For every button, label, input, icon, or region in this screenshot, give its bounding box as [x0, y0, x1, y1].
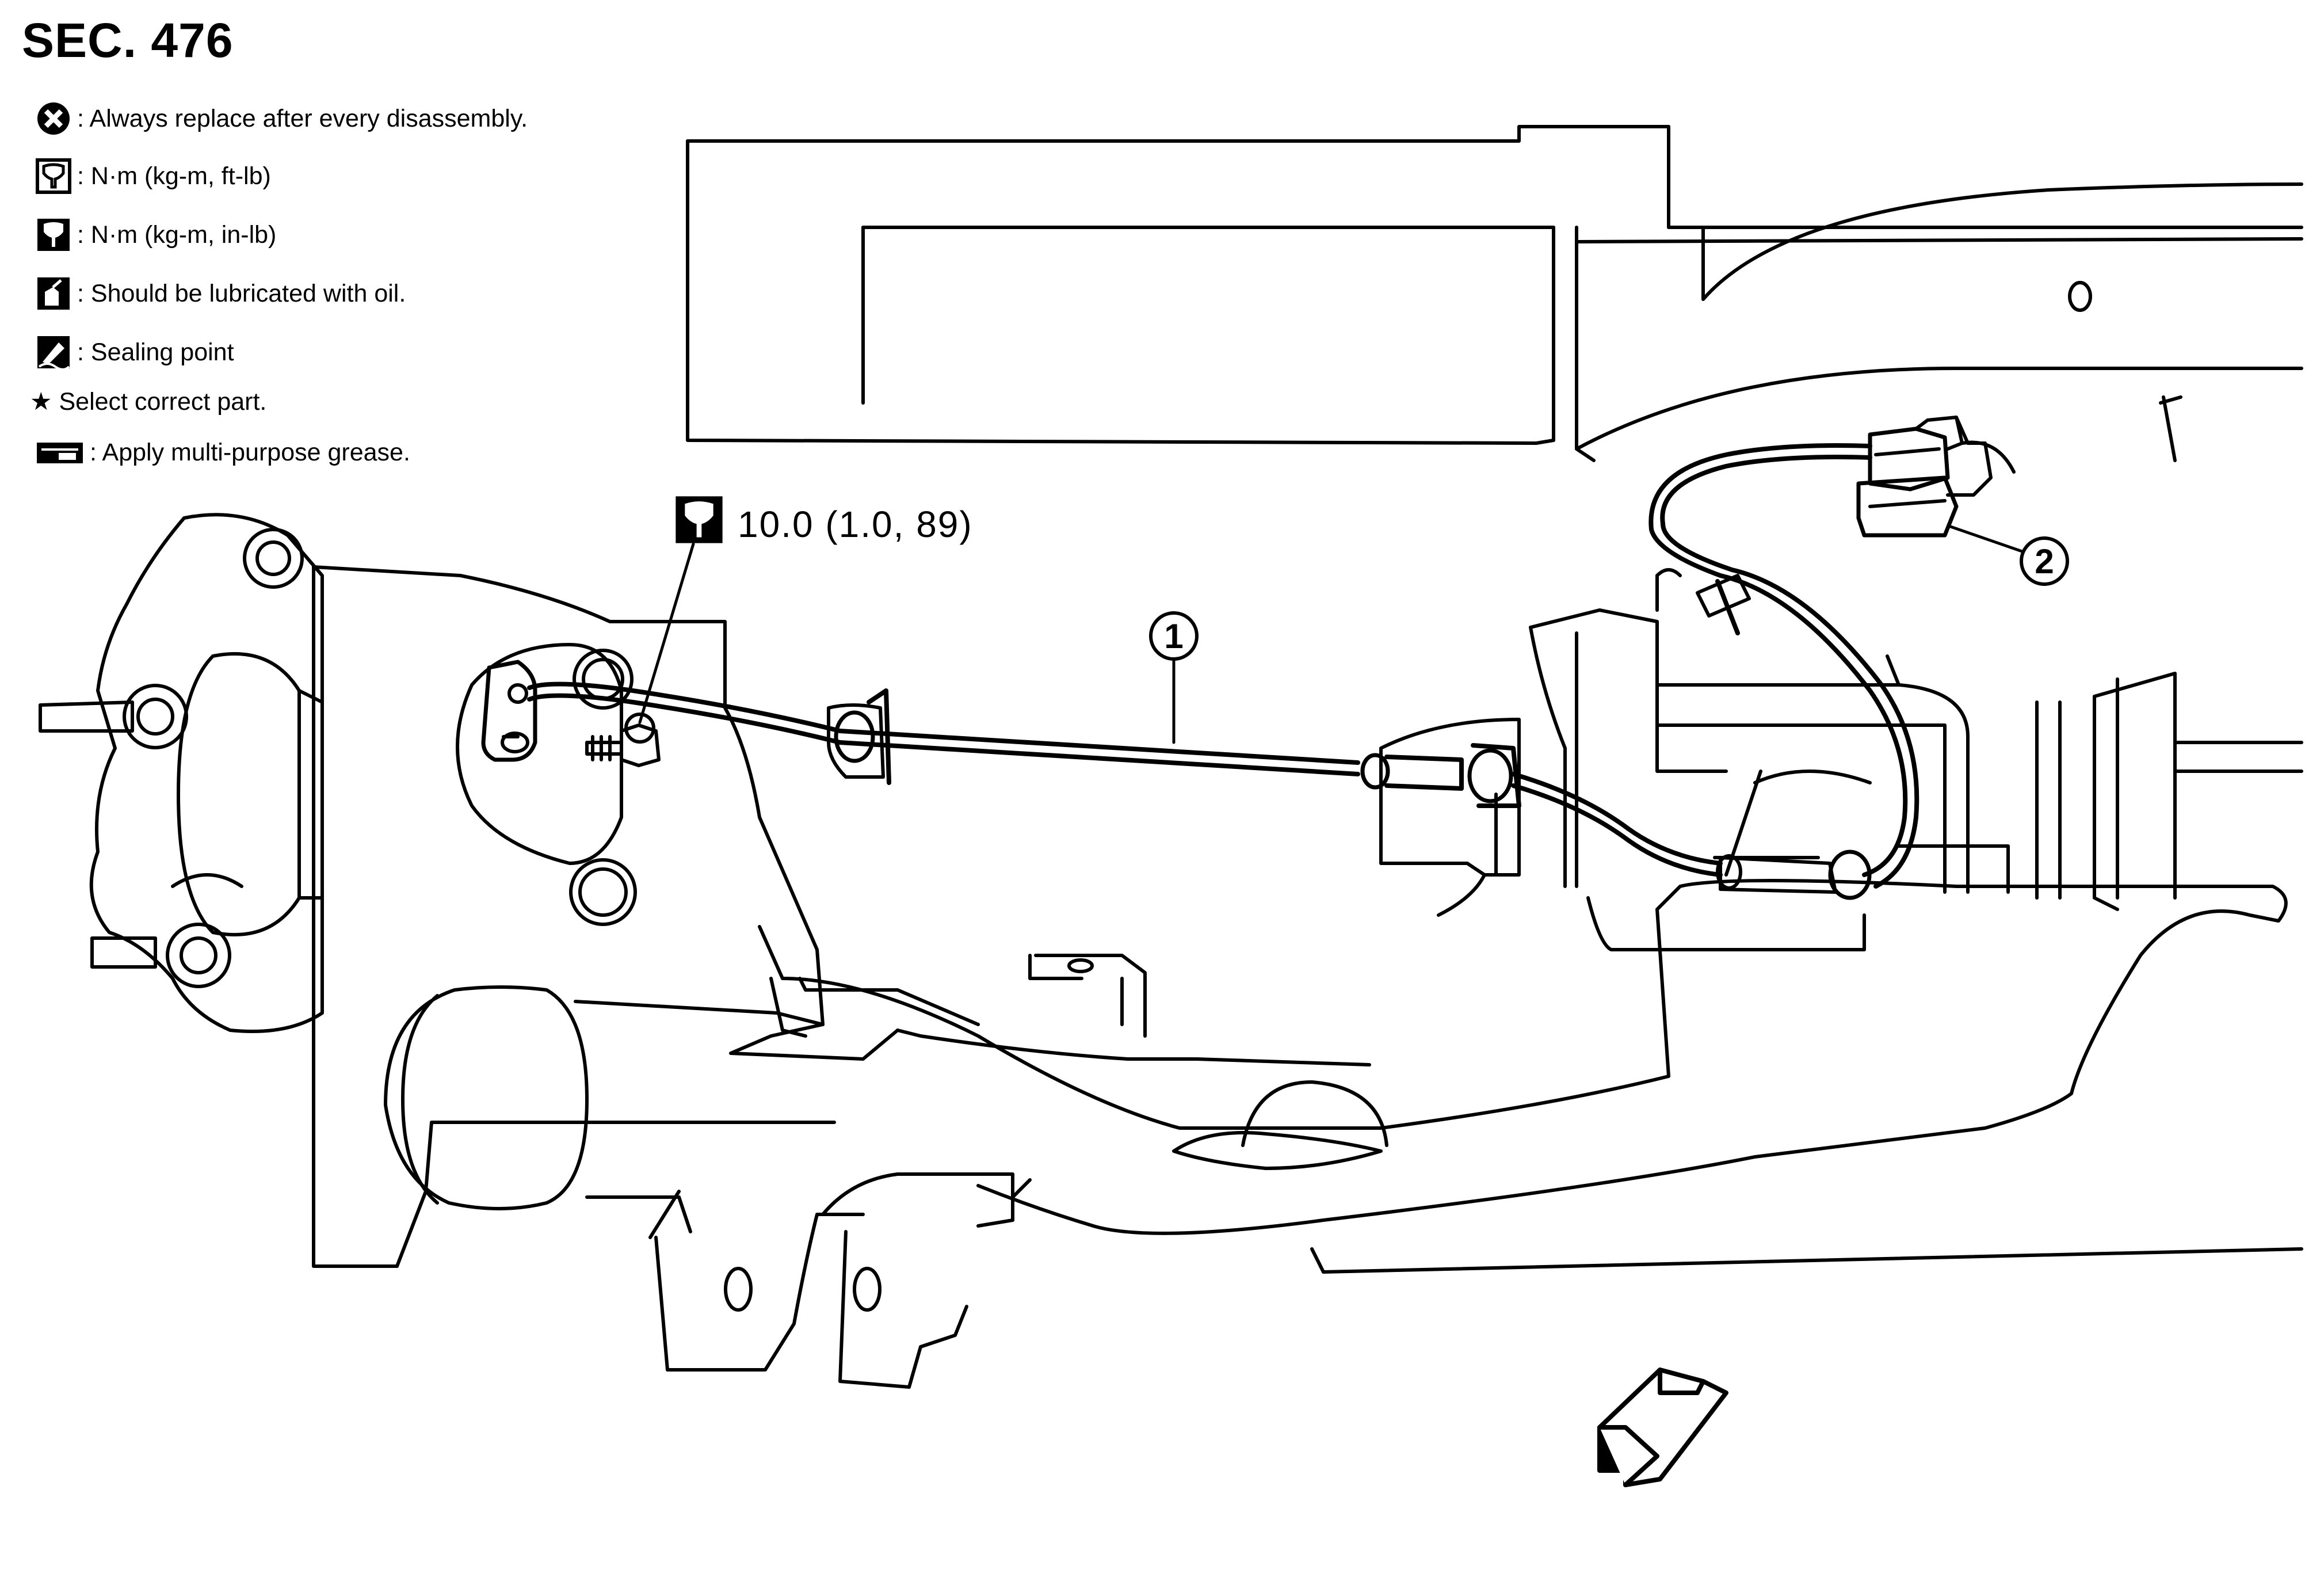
legend-text: : N·m (kg-m, ft-lb)	[77, 162, 271, 190]
legend-item-torque-ft-lb: : N·m (kg-m, ft-lb)	[36, 155, 271, 197]
legend-item-torque-in-lb: : N·m (kg-m, in-lb)	[36, 214, 276, 256]
sensor-harness	[527, 443, 1920, 900]
torque-value: 10.0 (1.0, 89)	[738, 503, 973, 545]
legend-text: : Apply multi-purpose grease.	[90, 438, 410, 466]
grease-icon	[36, 439, 84, 466]
section-title: SEC. 476	[22, 13, 234, 67]
leader-lines	[638, 525, 2027, 744]
legend-text: : Always replace after every disassembly…	[77, 104, 528, 132]
sensor-bolt	[585, 713, 661, 767]
legend-text: ★ Select correct part.	[30, 388, 267, 416]
torque-spec: 10.0 (1.0, 89)	[673, 494, 973, 554]
sealing-point-icon	[36, 334, 71, 370]
torque-ft-lb-icon	[36, 158, 71, 194]
upper-frame-member	[686, 125, 2303, 462]
legend-text: : Should be lubricated with oil.	[77, 279, 406, 307]
torque-in-lb-icon	[673, 494, 725, 554]
harness-connector	[1856, 416, 2016, 538]
oil-can-icon	[36, 276, 71, 311]
legend-text: : Sealing point	[77, 338, 234, 366]
lower-suspension-arm	[781, 873, 2303, 1274]
legend-item-always-replace: : Always replace after every disassembly…	[36, 98, 528, 139]
legend-item-sealing: : Sealing point	[36, 332, 234, 373]
legend-item-oil: : Should be lubricated with oil.	[36, 273, 406, 314]
legend-item-select-part: ★ Select correct part.	[30, 381, 266, 422]
inner-bracket	[1379, 568, 2303, 911]
legend-item-grease: : Apply multi-purpose grease.	[36, 432, 410, 473]
callout-harness-connector: 2	[2020, 536, 2069, 586]
front-direction-arrow-icon	[1597, 1368, 1728, 1487]
callout-sensor-harness: 1	[1149, 611, 1199, 661]
always-replace-icon	[36, 101, 71, 136]
torque-in-lb-icon	[36, 217, 71, 253]
knuckle-body	[312, 565, 1032, 1389]
legend-text: : N·m (kg-m, in-lb)	[77, 220, 277, 249]
sensor-mount	[481, 660, 537, 762]
wheel-hub	[39, 513, 324, 1033]
